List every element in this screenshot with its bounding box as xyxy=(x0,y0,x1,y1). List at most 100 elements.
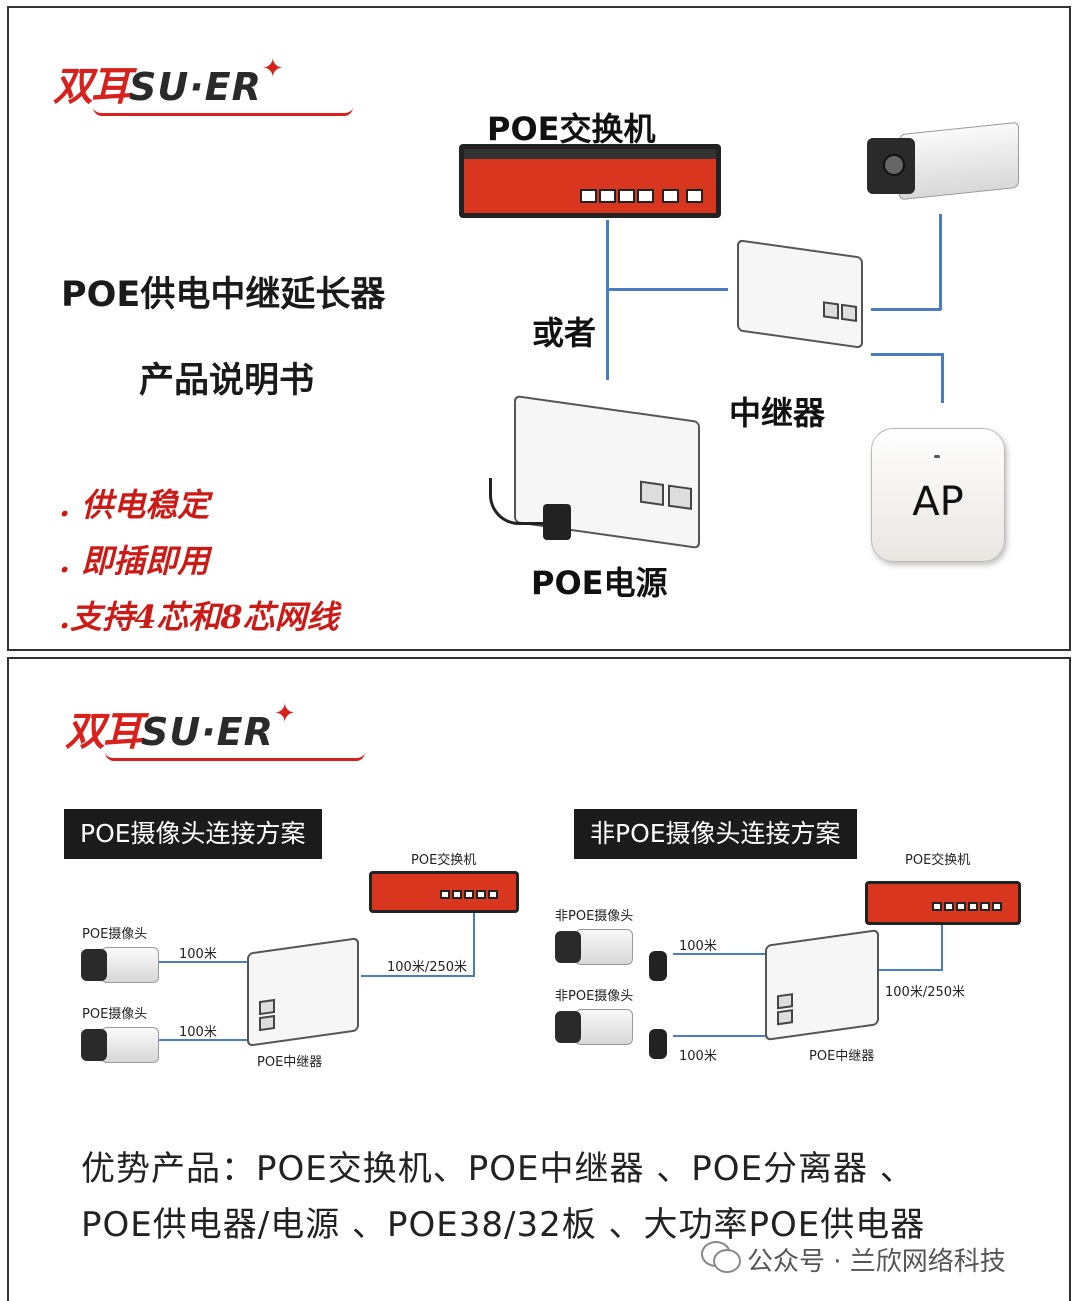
led-icon xyxy=(934,455,940,458)
feature-2: . 即插即用 xyxy=(59,542,210,580)
doc-title: POE供电中继延长器 xyxy=(61,275,386,315)
brand-logo: 双耳SU·ER✦ xyxy=(65,699,365,761)
left-switch-image xyxy=(369,871,519,913)
link-line xyxy=(879,969,943,971)
port-icon xyxy=(932,902,942,911)
port-icon xyxy=(599,189,616,203)
right-dist2: 100米 xyxy=(679,1049,717,1064)
rj45-icon xyxy=(668,484,692,510)
port-icon xyxy=(476,890,486,899)
camera-body xyxy=(575,1009,633,1045)
camera-image xyxy=(553,925,673,981)
port-icon xyxy=(488,890,498,899)
link-line xyxy=(941,925,943,971)
poe-power-image xyxy=(514,394,700,550)
port-icon xyxy=(662,189,679,203)
rj45-icon xyxy=(777,993,793,1010)
rj45-icon xyxy=(823,301,839,320)
splitter-icon xyxy=(649,951,667,981)
repeater-image xyxy=(737,239,863,349)
link-line xyxy=(159,1039,253,1041)
feature-1: . 供电稳定 xyxy=(59,486,210,524)
camera-image xyxy=(79,943,159,989)
link-line xyxy=(941,353,944,403)
star-icon: ✦ xyxy=(261,54,284,84)
rj45-icon xyxy=(259,998,275,1016)
link-line xyxy=(159,961,253,963)
right-repeater-image xyxy=(765,928,879,1042)
logo-swoosh xyxy=(105,752,365,761)
right-switch-label: POE交换机 xyxy=(905,853,971,868)
right-cam1-label: 非POE摄像头 xyxy=(555,909,634,924)
camera-body xyxy=(101,947,159,983)
link-line xyxy=(608,288,728,291)
port-icon xyxy=(618,189,635,203)
link-line xyxy=(871,308,941,311)
camera-image xyxy=(553,1005,673,1065)
products-line-1: 优势产品：POE交换机、POE中继器 、POE分离器 、 xyxy=(81,1149,915,1189)
port-icon xyxy=(580,189,597,203)
splitter-icon xyxy=(649,1029,667,1059)
ap-image: AP xyxy=(871,428,1005,562)
camera-body xyxy=(575,929,633,965)
scheme-nonpoe-title: 非POE摄像头连接方案 xyxy=(574,809,857,859)
port-icon xyxy=(980,902,990,911)
wechat-icon xyxy=(701,1241,741,1273)
link-line xyxy=(361,975,475,977)
brand-cn: 双耳 xyxy=(65,709,143,755)
camera-face xyxy=(555,1011,581,1043)
rj45-icon xyxy=(841,303,857,323)
or-label: 或者 xyxy=(532,314,597,352)
rj45-icon xyxy=(259,1014,275,1032)
port-icon xyxy=(992,902,1002,911)
right-dist-up: 100米/250米 xyxy=(885,985,966,1000)
power-cord xyxy=(489,478,548,525)
left-dist1: 100米 xyxy=(179,947,217,962)
link-line xyxy=(673,953,769,955)
plug-icon xyxy=(543,504,571,540)
camera-image xyxy=(79,1023,159,1069)
left-cam1-label: POE摄像头 xyxy=(82,927,148,942)
wechat-account: 公众号 · 兰欣网络科技 xyxy=(747,1247,1006,1277)
left-dist2: 100米 xyxy=(179,1025,217,1040)
camera-face xyxy=(81,949,107,981)
left-cam2-label: POE摄像头 xyxy=(82,1007,148,1022)
port-icon xyxy=(637,189,654,203)
link-line xyxy=(606,220,609,380)
link-line xyxy=(871,353,943,356)
link-line xyxy=(673,1035,773,1037)
switch-label: POE交换机 xyxy=(487,110,656,148)
left-repeater-image xyxy=(247,937,359,1047)
brand-en: SU·ER xyxy=(129,65,262,109)
port-icon xyxy=(464,890,474,899)
scheme-poe-title: POE摄像头连接方案 xyxy=(64,809,322,859)
products-line-2: POE供电器/电源 、POE38/32板 、大功率POE供电器 xyxy=(81,1205,926,1245)
port-icon xyxy=(956,902,966,911)
right-cam2-label: 非POE摄像头 xyxy=(555,989,634,1004)
rj45-icon xyxy=(777,1009,793,1026)
right-switch-image xyxy=(865,881,1021,925)
port-icon xyxy=(440,890,450,899)
left-switch-label: POE交换机 xyxy=(411,853,477,868)
star-icon: ✦ xyxy=(273,699,296,729)
port-icon xyxy=(452,890,462,899)
repeater-label: 中继器 xyxy=(729,394,826,432)
logo-swoosh xyxy=(93,107,353,116)
brand-en: SU·ER xyxy=(141,710,274,754)
rj45-icon xyxy=(640,480,664,507)
brand-cn: 双耳 xyxy=(53,64,131,110)
left-dist-up: 100米/250米 xyxy=(387,960,468,975)
port-icon xyxy=(968,902,978,911)
port-icon xyxy=(686,189,703,203)
port-icon xyxy=(944,902,954,911)
camera-face xyxy=(81,1029,107,1061)
brand-logo: 双耳SU·ER✦ xyxy=(53,54,353,116)
camera-face xyxy=(555,931,581,963)
doc-subtitle: 产品说明书 xyxy=(139,361,315,401)
lens-icon xyxy=(883,154,905,176)
right-dist1: 100米 xyxy=(679,939,717,954)
camera-body xyxy=(101,1027,159,1063)
camera-body xyxy=(899,121,1019,201)
link-line xyxy=(939,214,942,310)
feature-3: .支持4芯和8芯网线 xyxy=(59,598,339,636)
